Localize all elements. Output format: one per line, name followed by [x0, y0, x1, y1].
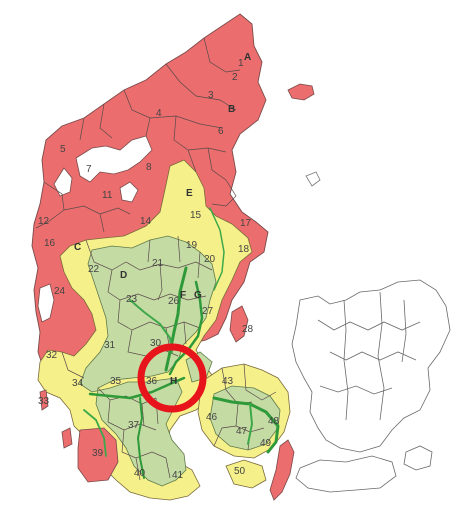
river-funen-branch: [247, 403, 253, 445]
region-label-7: 7: [86, 164, 92, 175]
river-gudena: [129, 299, 173, 353]
region-label-43: 43: [222, 376, 234, 387]
region-label-21: 21: [152, 258, 164, 269]
region-label-28: 28: [242, 324, 254, 335]
river-main-jutland: [164, 266, 188, 372]
region-label-49: 49: [260, 438, 272, 449]
highlight-circle-marker: [137, 343, 207, 413]
region-label-48: 48: [268, 416, 280, 427]
region-label-22: 22: [88, 264, 100, 275]
anholt-island: [287, 83, 315, 101]
region-label-18: 18: [238, 244, 250, 255]
letter-label-c: C: [74, 242, 81, 253]
region-label-14: 14: [140, 216, 152, 227]
region-label-34: 34: [72, 378, 84, 389]
fano-island: [39, 389, 49, 411]
region-label-35: 35: [110, 376, 122, 387]
region-label-30: 30: [150, 338, 162, 349]
region-label-6: 6: [218, 126, 224, 137]
region-label-12: 12: [38, 216, 50, 227]
region-label-11: 11: [102, 190, 113, 201]
letter-label-b: B: [228, 104, 235, 115]
river-south: [88, 376, 186, 400]
region-label-16: 16: [44, 238, 56, 249]
limfjord-water-2: [53, 167, 73, 197]
region-label-4: 4: [156, 108, 162, 119]
region-label-3: 3: [208, 90, 214, 101]
letter-label-g: G: [194, 290, 202, 301]
small-island-outline: [403, 445, 433, 471]
region-label-31: 31: [104, 340, 116, 351]
border-lines-north: [35, 37, 241, 233]
river-north: [209, 207, 225, 291]
red-southwest-block: [77, 427, 119, 483]
letter-label-e: E: [186, 188, 193, 199]
region-label-27: 27: [202, 306, 214, 317]
region-label-36: 36: [146, 376, 158, 387]
region-label-46: 46: [206, 412, 218, 423]
region-label-1: 1: [238, 58, 244, 69]
region-label-2: 2: [232, 72, 238, 83]
region-label-5: 5: [60, 144, 66, 155]
region-label-32: 32: [46, 350, 58, 361]
small-islands: [39, 83, 321, 501]
river-southwest: [83, 409, 107, 457]
region-label-39: 39: [92, 448, 104, 459]
south-island-yellow: [225, 459, 267, 489]
ringkobing-fjord-water: [37, 283, 55, 323]
region-label-17: 17: [240, 218, 252, 229]
river-funen: [212, 396, 280, 454]
river-east-jutland: [168, 280, 204, 376]
region-label-40: 40: [134, 468, 146, 479]
letter-labels: A B C D E F G H: [74, 52, 251, 387]
letter-label-a: A: [244, 52, 251, 63]
region-label-26: 26: [168, 296, 180, 307]
zealand-outline: [291, 279, 451, 493]
region-label-50: 50: [234, 466, 246, 477]
region-label-37: 37: [128, 420, 140, 431]
letter-label-f: F: [180, 290, 186, 301]
zealand-coastline: [291, 279, 451, 453]
river-south-branch: [137, 397, 145, 479]
limfjord-water: [75, 135, 153, 183]
small-island-e: [305, 171, 321, 187]
region-label-23: 23: [126, 294, 138, 305]
region-label-19: 19: [186, 240, 198, 251]
region-label-33: 33: [38, 396, 50, 407]
river-network: [83, 207, 280, 479]
region-label-24: 24: [54, 286, 66, 297]
langeland-island: [269, 439, 295, 501]
lolland-outline: [295, 455, 397, 493]
region-label-20: 20: [204, 254, 216, 265]
region-label-47: 47: [236, 426, 248, 437]
samso-island: [229, 305, 249, 343]
letter-label-h: H: [170, 376, 177, 387]
letter-label-d: D: [120, 270, 127, 281]
zealand-inner-borders: [317, 291, 421, 421]
region-label-15: 15: [190, 210, 202, 221]
region-label-41: 41: [172, 470, 184, 481]
region-labels: 1 2 3 4 5 6 7 8 11 12 14 15 16 17 18 19 …: [38, 58, 280, 481]
limfjord-water-3: [119, 181, 139, 203]
region-label-8: 8: [146, 162, 152, 173]
romo-island: [61, 427, 73, 449]
